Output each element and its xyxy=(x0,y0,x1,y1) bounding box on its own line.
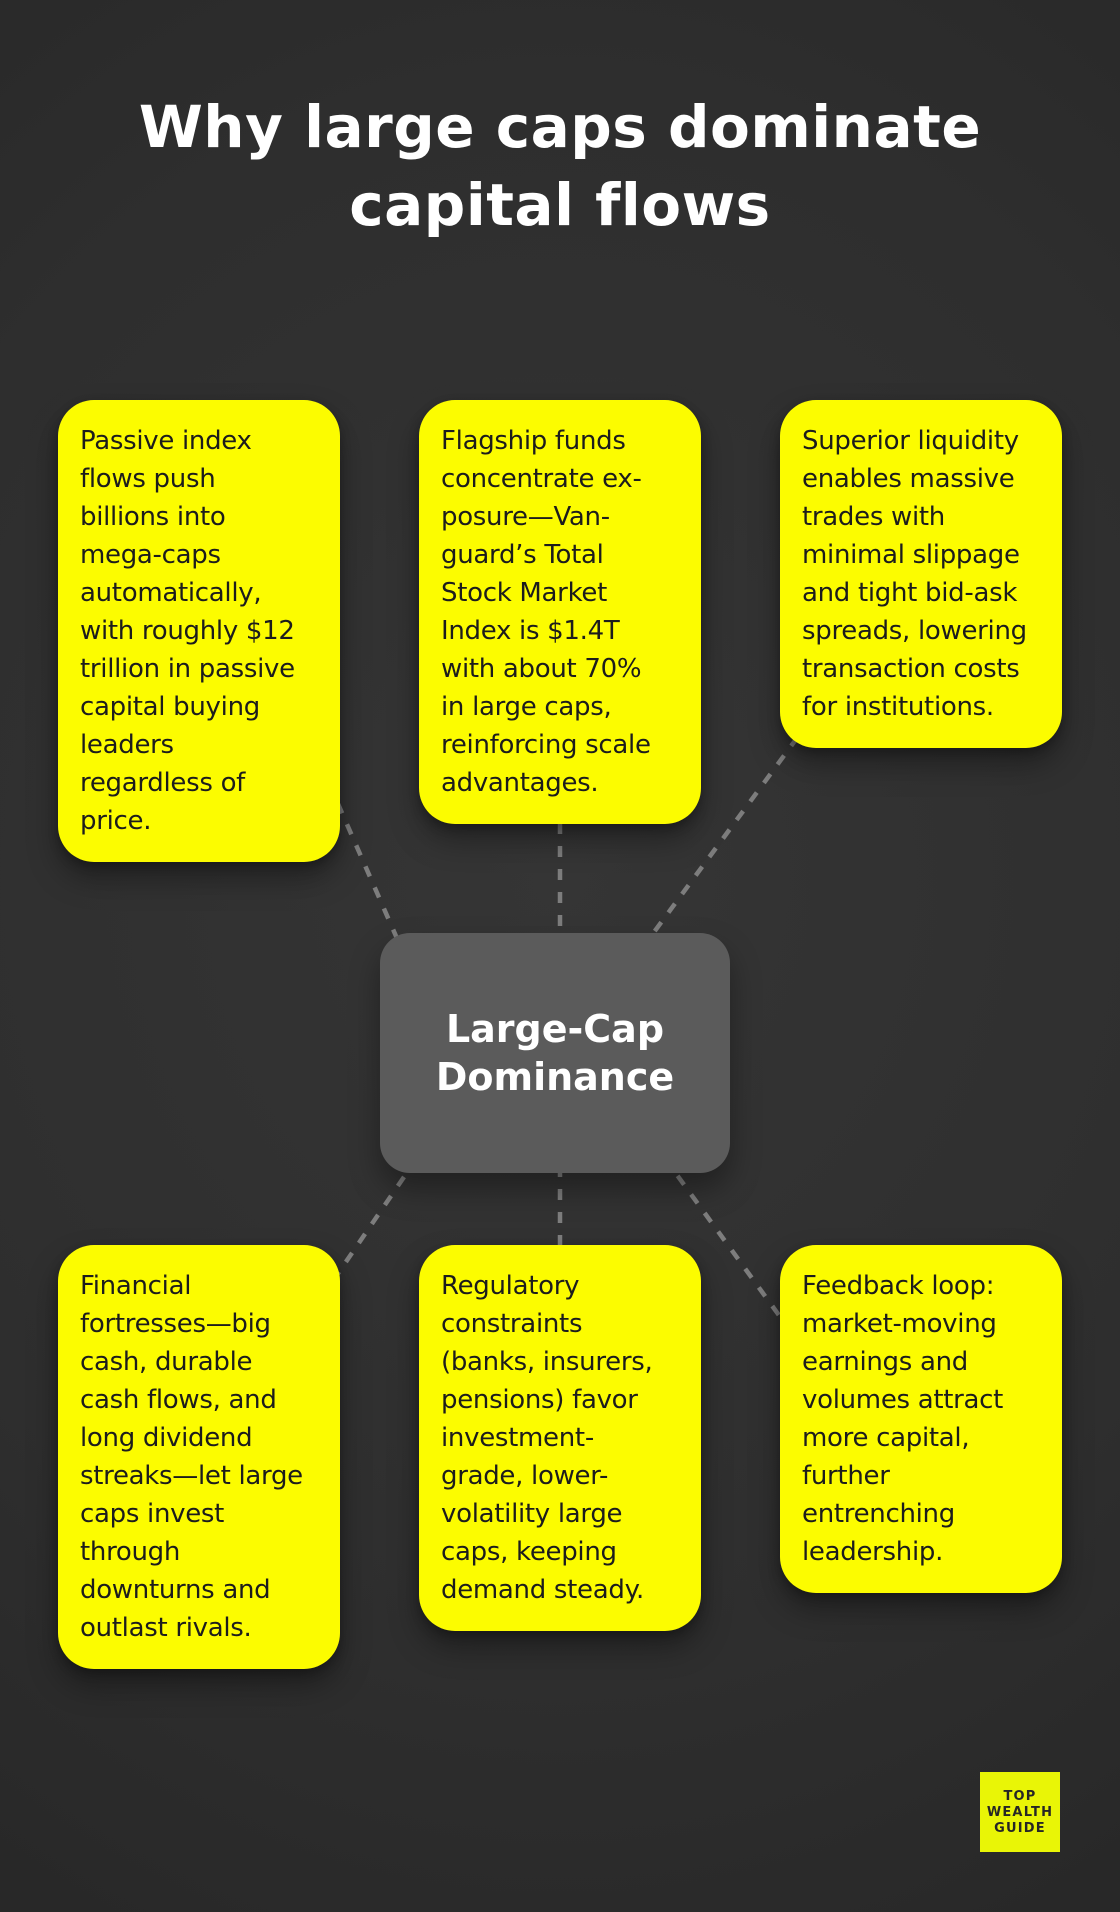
card-passive-index-flows: Passive index flows push billions into m… xyxy=(58,400,340,862)
logo-line-wealth: WEALTH xyxy=(986,1804,1054,1820)
card-text: Superior liquidity enables massive trade… xyxy=(802,426,1027,722)
center-node-label: Large-Cap Dominance xyxy=(435,1007,675,1099)
card-feedback-loop: Feedback loop: market-moving earnings an… xyxy=(780,1245,1062,1593)
card-regulatory-constraints: Regulatory constraints (banks, insurers,… xyxy=(419,1245,701,1631)
connector-superior-liquidity-to-center xyxy=(602,698,827,1002)
card-text: Feedback loop: market-moving earnings an… xyxy=(802,1271,1004,1567)
card-flagship-funds: Flagship funds concentrate ex- posure—Va… xyxy=(419,400,701,824)
card-text: Financial fortresses—big cash, durable c… xyxy=(80,1271,303,1643)
card-superior-liquidity: Superior liquidity enables massive trade… xyxy=(780,400,1062,748)
card-financial-fortresses: Financial fortresses—big cash, durable c… xyxy=(58,1245,340,1669)
logo-line-guide: GUIDE xyxy=(994,1820,1046,1836)
page-title: Why large caps dominate capital flows xyxy=(138,93,982,239)
top-wealth-guide-logo: TOP WEALTH GUIDE xyxy=(980,1772,1060,1852)
card-text: Regulatory constraints (banks, insurers,… xyxy=(441,1271,653,1605)
card-text: Passive index flows push billions into m… xyxy=(80,426,295,836)
center-node-large-cap-dominance: Large-Cap Dominance xyxy=(380,933,730,1173)
logo-line-top: TOP xyxy=(1003,1788,1037,1804)
card-text: Flagship funds concentrate ex- posure—Va… xyxy=(441,426,651,798)
